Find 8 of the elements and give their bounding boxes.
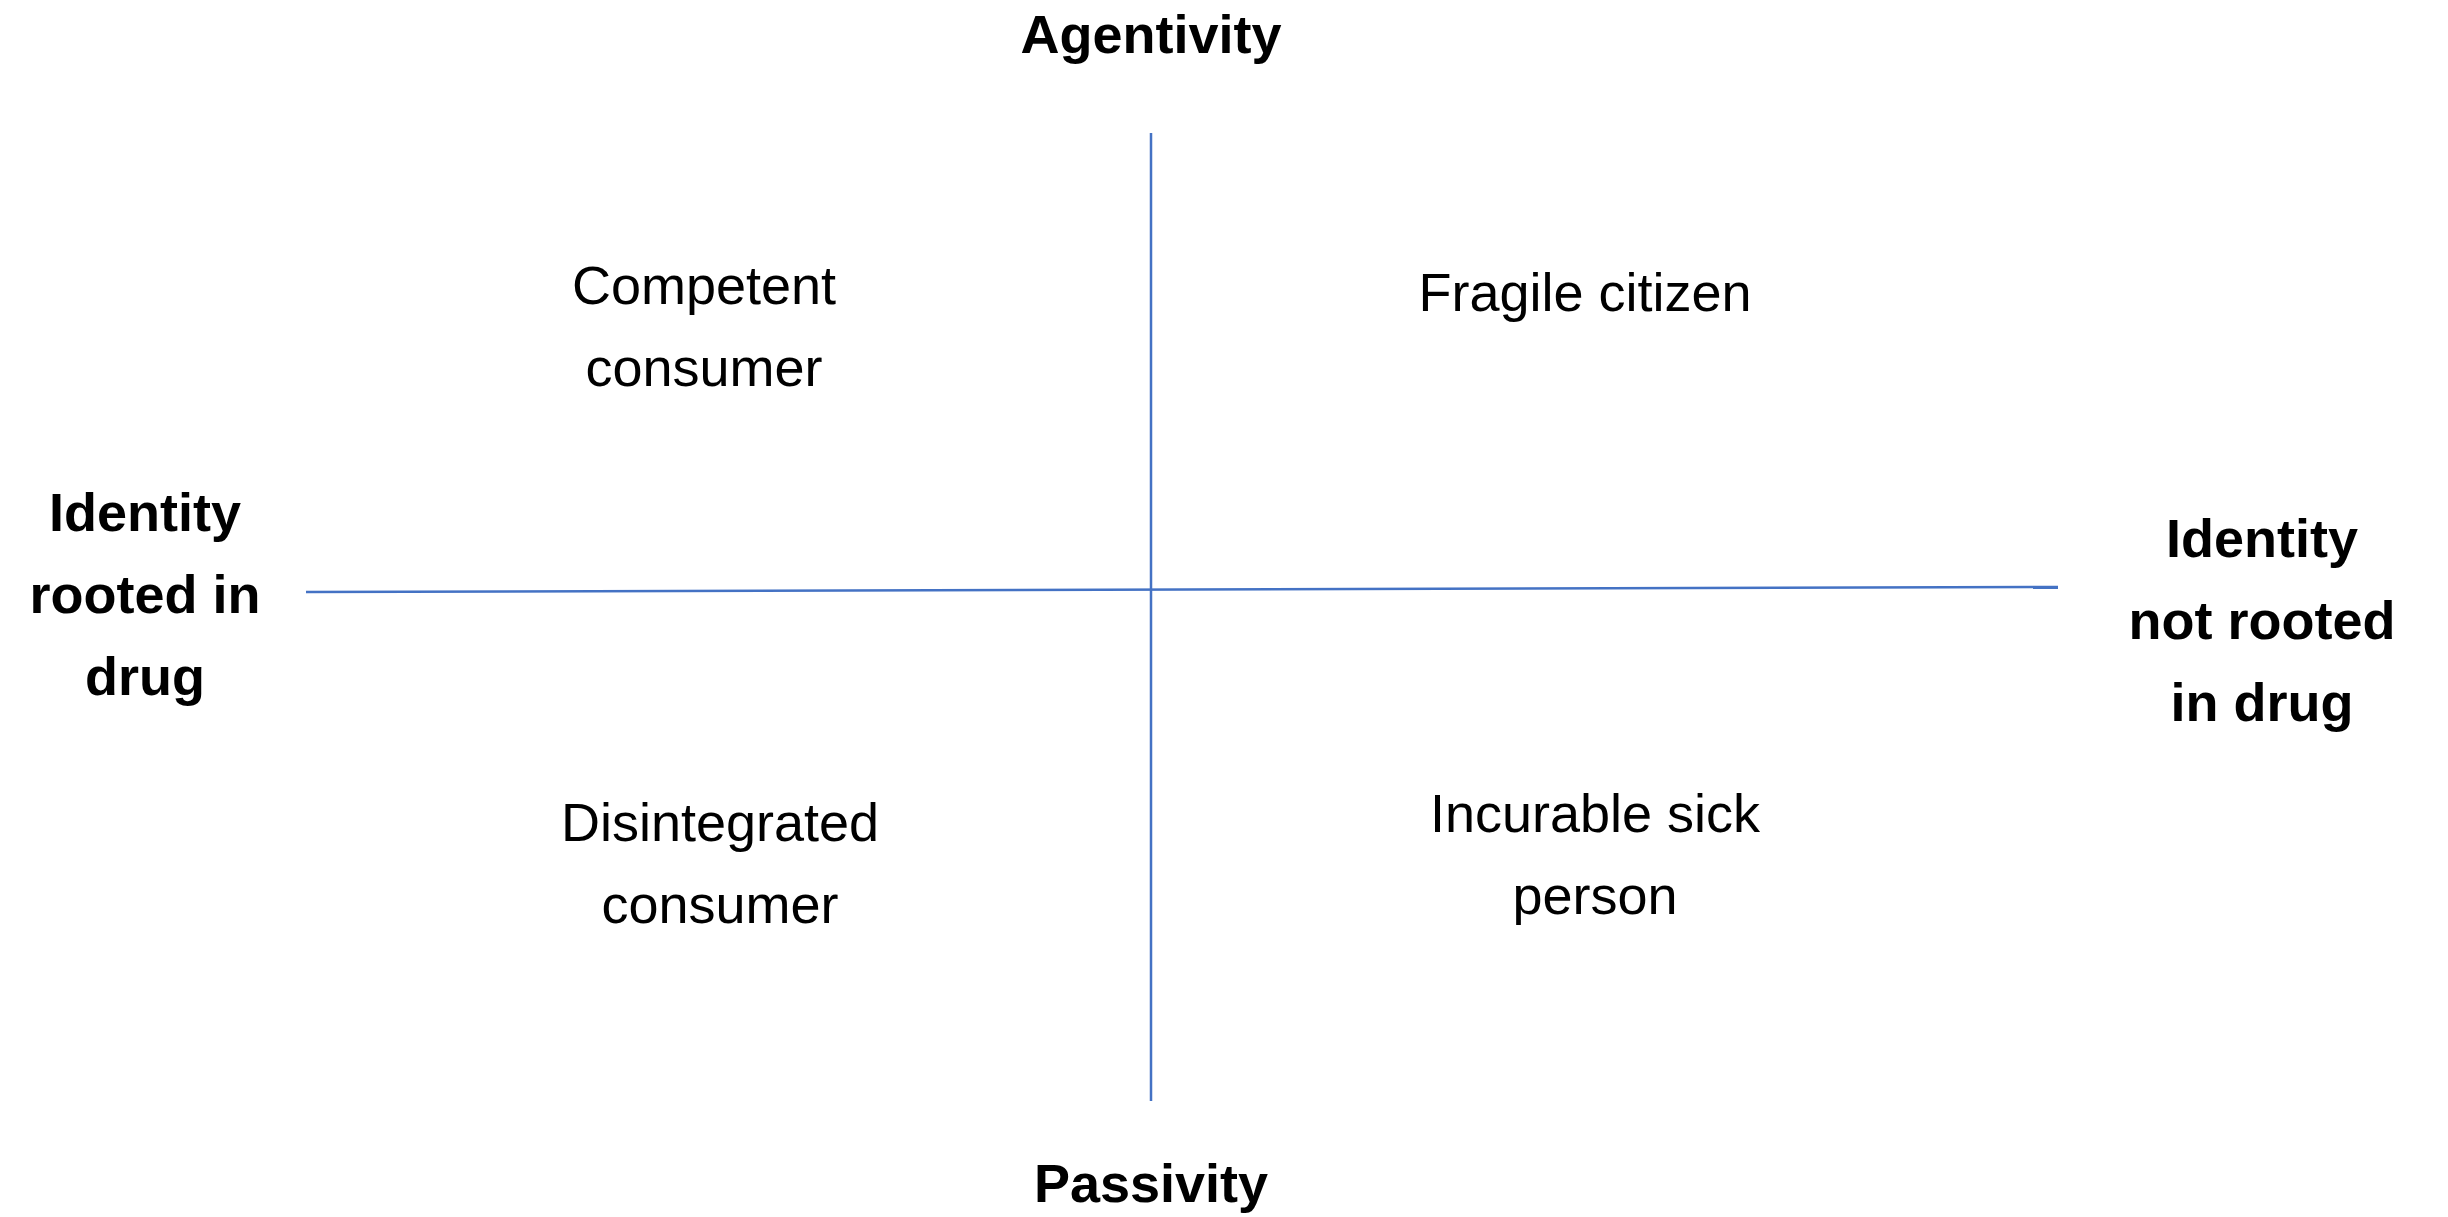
quadrant-label: Fragile citizen xyxy=(1418,261,1752,324)
axis-title: Identity not rooted in drug xyxy=(2128,507,2396,734)
quadrant-label: Disintegrated consumer xyxy=(560,791,880,936)
quadrant-label: Incurable sick person xyxy=(1429,782,1761,927)
quadrant-label: Competent consumer xyxy=(571,254,837,399)
axis-title: Identity rooted in drug xyxy=(29,481,261,708)
axis-title: Agentivity xyxy=(1020,3,1282,66)
axis-title: Passivity xyxy=(1033,1152,1269,1215)
